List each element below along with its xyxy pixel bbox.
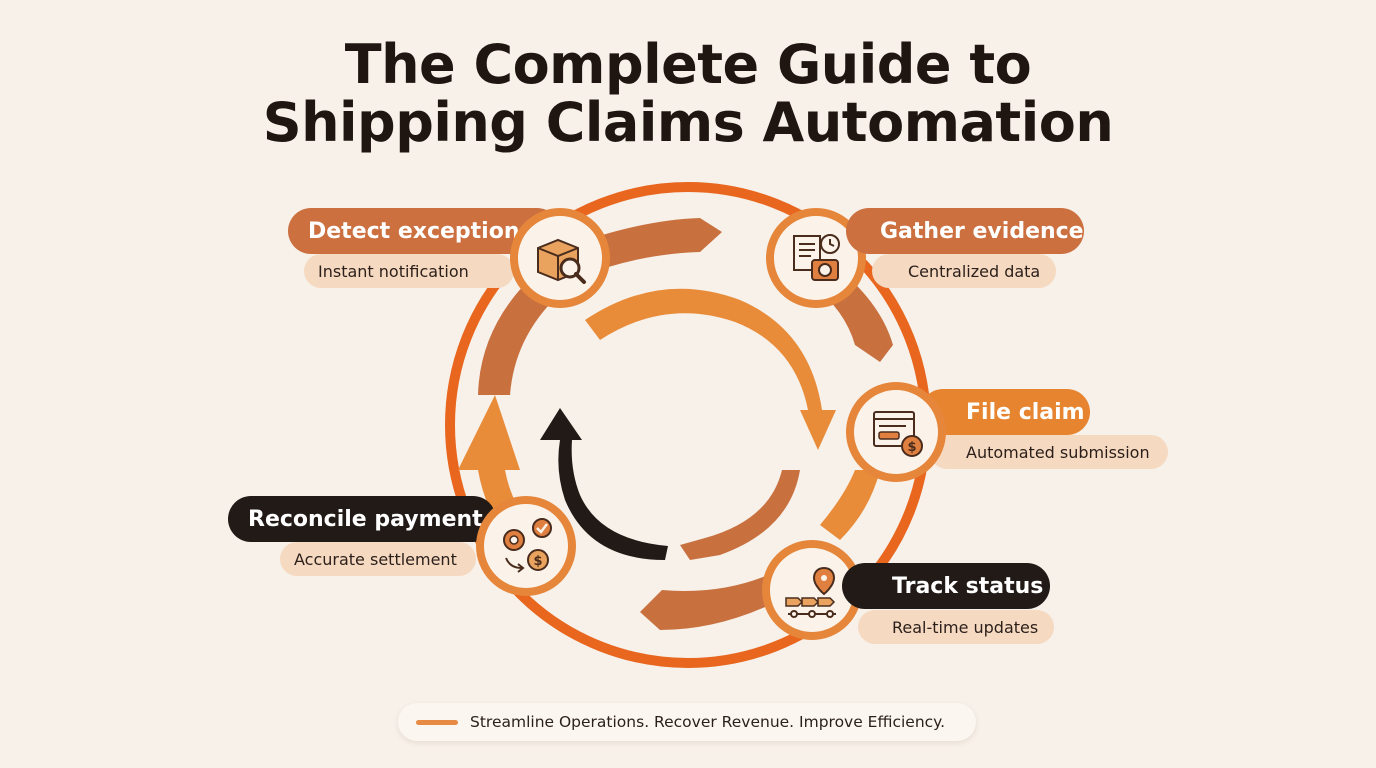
step-title-label: Track status (892, 573, 1044, 599)
step-track-status-title: Track status (842, 563, 1050, 609)
svg-text:$: $ (533, 554, 542, 569)
step-subtitle-label: Instant notification (318, 261, 469, 281)
form-dollar-icon: $ (846, 382, 946, 482)
step-title-label: File claim (966, 399, 1085, 425)
inner-arc (585, 288, 836, 450)
step-subtitle-label: Real-time updates (892, 617, 1039, 637)
step-reconcile-payment-subtitle: Accurate settlement (280, 542, 476, 576)
page-title: The Complete Guide to Shipping Claims Au… (0, 36, 1376, 152)
step-subtitle-label: Accurate settlement (294, 549, 457, 569)
step-gather-evidence-title: Gather evidence (846, 208, 1084, 254)
title-line-1: The Complete Guide to (344, 33, 1032, 96)
step-title-label: Gather evidence (880, 218, 1084, 244)
package-search-icon (510, 208, 610, 308)
step-detect-exception-subtitle: Instant notification (304, 254, 514, 288)
step-gather-evidence-subtitle: Centralized data (872, 254, 1056, 288)
step-track-status-subtitle: Real-time updates (858, 610, 1054, 644)
tagline-text: Streamline Operations. Recover Revenue. … (470, 713, 946, 731)
gears-check-dollar-icon: $ (476, 496, 576, 596)
arrow-segment-3 (820, 470, 880, 540)
arrow-segment-5 (458, 395, 570, 580)
arrow-segment-4 (640, 575, 780, 630)
tagline-banner: Streamline Operations. Recover Revenue. … (398, 703, 976, 741)
step-subtitle-label: Automated submission (966, 442, 1150, 462)
step-reconcile-payment-title: Reconcile payment (228, 496, 496, 542)
tagline-accent-line (416, 719, 458, 725)
step-title-label: Reconcile payment (248, 506, 483, 532)
title-line-2: Shipping Claims Automation (262, 91, 1114, 154)
step-file-claim-subtitle: Automated submission (930, 435, 1168, 469)
step-title-label: Detect exception (308, 218, 520, 244)
svg-text:$: $ (907, 440, 916, 455)
step-file-claim-title: File claim (920, 389, 1090, 435)
step-subtitle-label: Centralized data (908, 261, 1041, 281)
inner-arc-2 (680, 470, 800, 560)
dark-return-arrow (540, 408, 668, 560)
